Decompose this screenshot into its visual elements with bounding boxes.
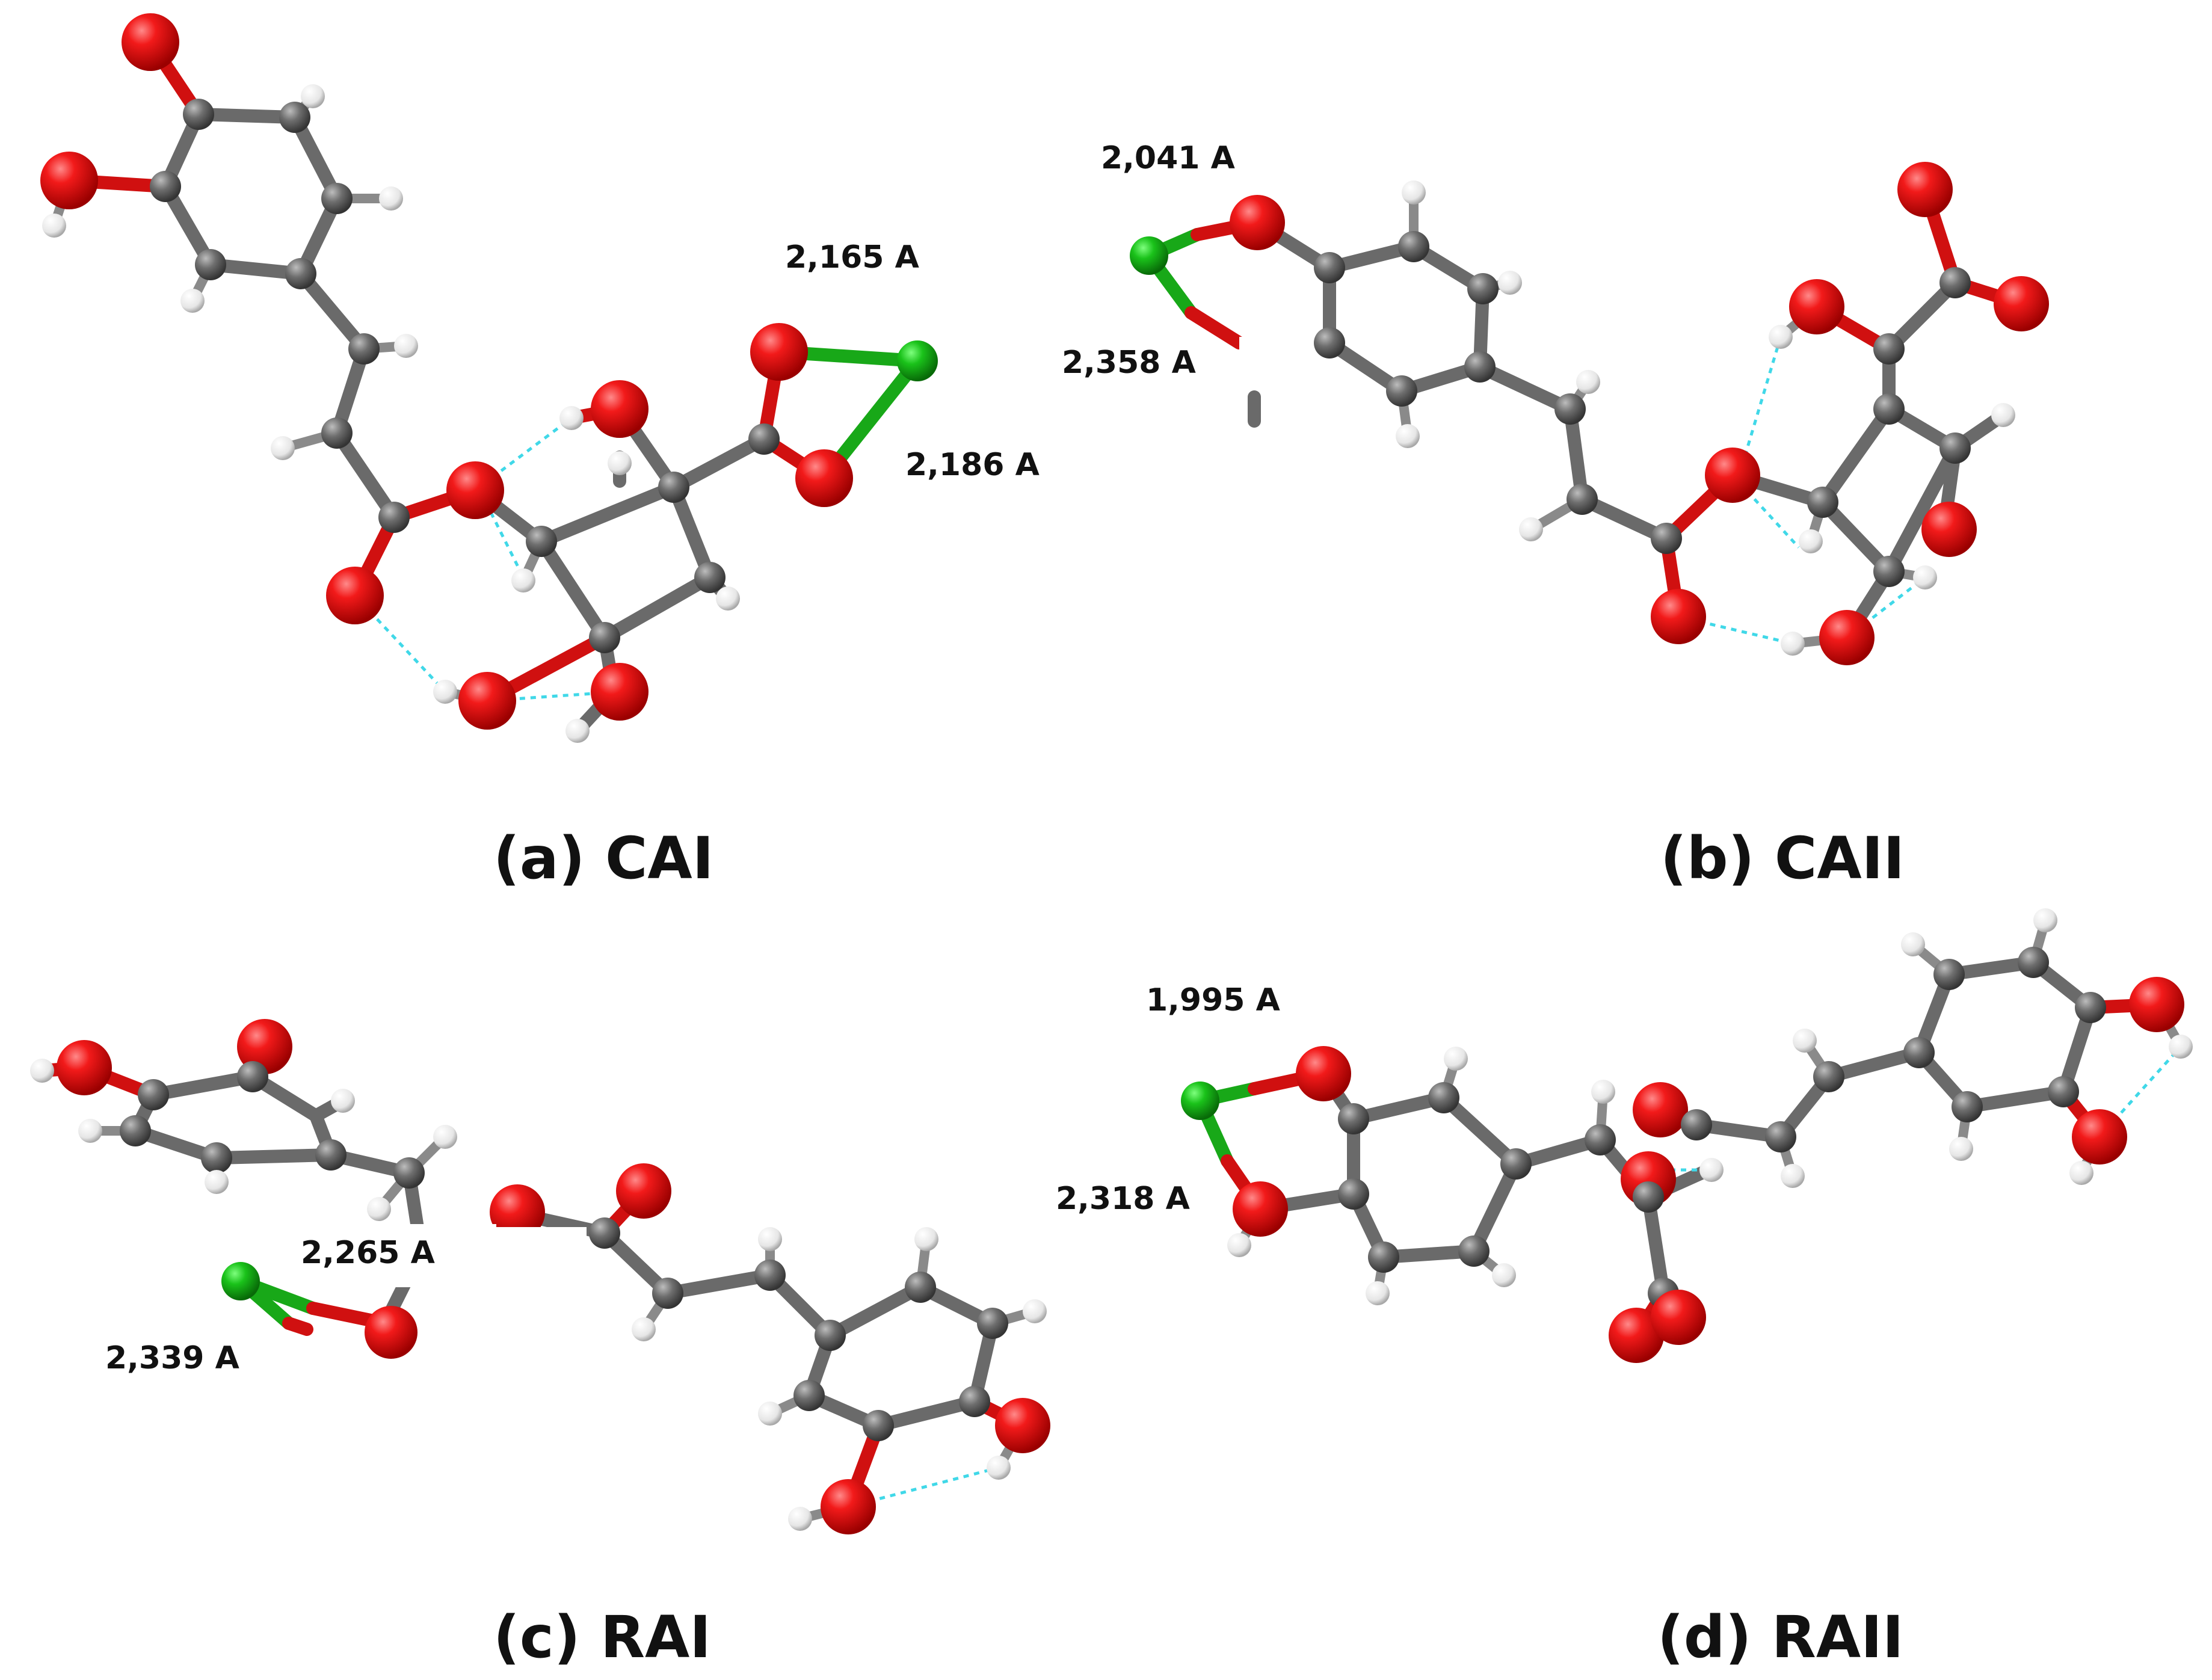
- panel-d-atoms: [1181, 908, 2193, 1363]
- panel-a-caption: (a) CAI: [493, 825, 713, 892]
- panel-c-caption: (c) RAI: [493, 1604, 711, 1671]
- panel-d-distance-label: 2,318 A: [1056, 1181, 1190, 1217]
- panel-c-molecule: 2,265 A 2,339 A (c) RAI: [30, 1019, 1050, 1671]
- panel-a-bonds: [49, 35, 924, 737]
- panel-d-hydrogen-bonds: [1648, 1045, 2182, 1172]
- panel-b-distance-label: 2,358 A: [1062, 345, 1196, 381]
- panel-d-molecule: 1,995 A 2,318 A (d) RAII: [1056, 908, 2193, 1671]
- panel-c-bonds: [35, 1040, 1040, 1524]
- panel-c-atoms: [30, 1019, 1050, 1534]
- panel-d-caption: (d) RAII: [1657, 1604, 1904, 1671]
- panel-c-distance-label: 2,265 A: [301, 1235, 435, 1271]
- panel-b-molecule: 2,041 A 2,358 A (b) CAII: [1062, 140, 2049, 892]
- panel-b-caption: (b) CAII: [1660, 825, 1905, 892]
- panel-b-hydrogen-bonds: [1678, 336, 1926, 645]
- panel-a-atoms: [40, 13, 938, 743]
- panel-c-distance-label: 2,339 A: [105, 1340, 239, 1376]
- panel-d-distance-label: 1,995 A: [1146, 982, 1280, 1018]
- panel-b-atoms: [1130, 162, 2049, 665]
- panel-a-molecule: 2,165 A 2,186 A (a) CAI: [40, 13, 1040, 892]
- panel-b-distance-label: 2,041 A: [1101, 140, 1235, 176]
- panel-a-distance-label: 2,165 A: [785, 239, 919, 275]
- panel-a-distance-label: 2,186 A: [905, 447, 1040, 483]
